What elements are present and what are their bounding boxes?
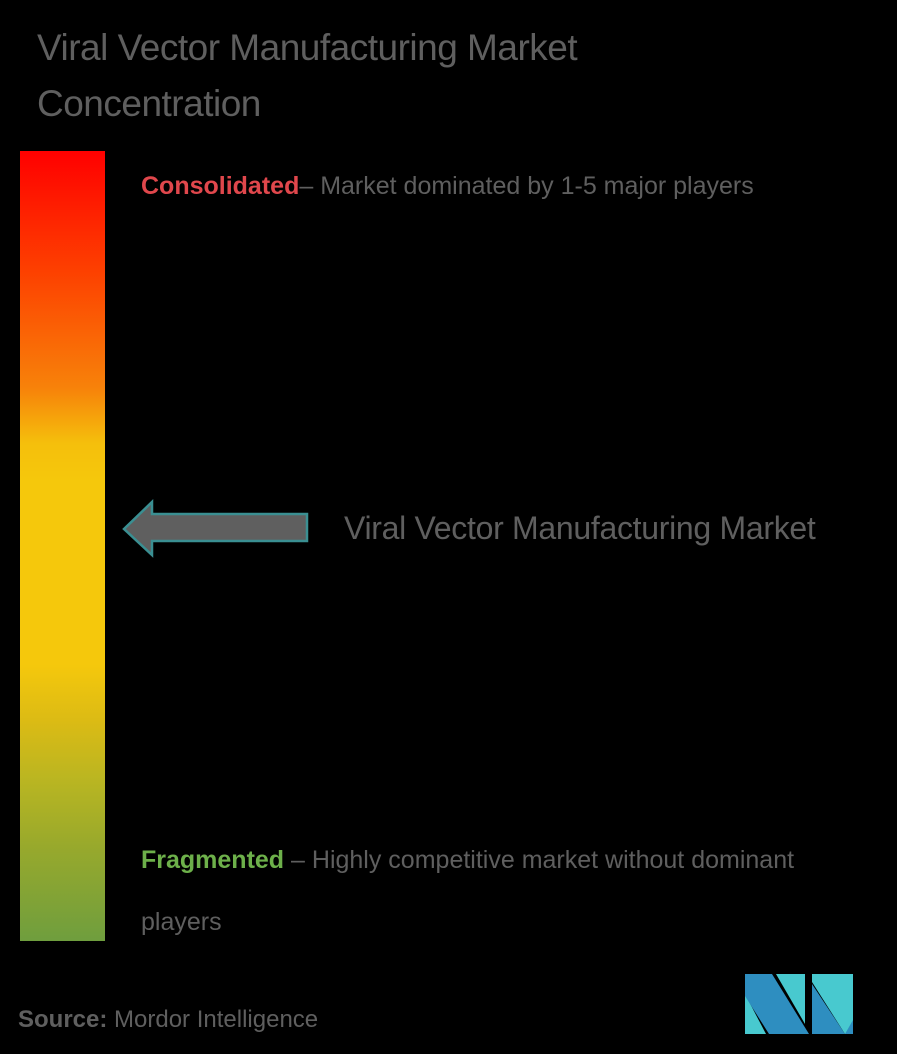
page-title: Viral Vector Manufacturing Market Concen… [37,27,578,124]
concentration-gradient-bar [20,151,105,941]
fragmented-description: Fragmented – Highly competitive market w… [141,829,861,953]
source-value: Mordor Intelligence [107,1006,319,1033]
consolidated-description: Consolidated– Market dominated by 1-5 ma… [141,155,861,217]
fragmented-text: – Highly competitive market without domi… [141,846,795,936]
source-key: Source: [18,1006,108,1033]
consolidated-label: Consolidated [141,172,300,200]
mordor-intelligence-logo-icon [745,974,853,1034]
market-indicator-label: Viral Vector Manufacturing Market [344,510,816,546]
fragmented-label: Fragmented [141,846,285,874]
consolidated-text: – Market dominated by 1-5 major players [299,172,754,200]
source-attribution: Source: Mordor Intelligence [18,1003,318,1037]
left-arrow-icon [122,499,309,558]
